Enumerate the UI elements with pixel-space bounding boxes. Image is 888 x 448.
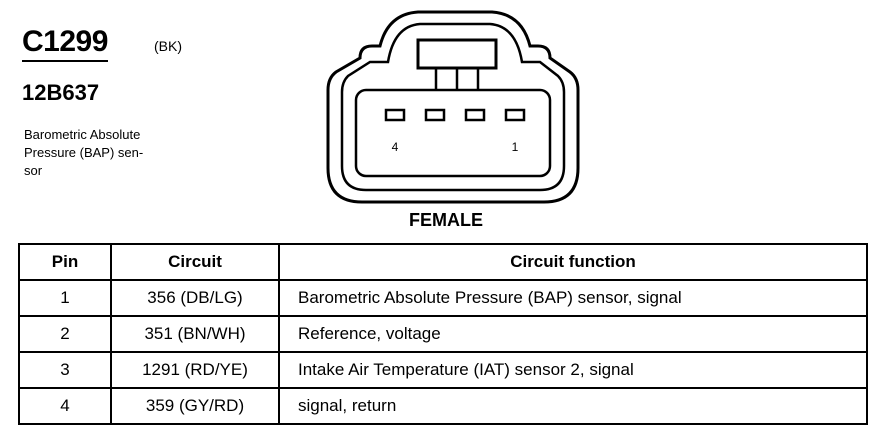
cell-circuit: 356 (DB/LG): [110, 279, 280, 317]
connector-description: Barometric Absolute Pressure (BAP) sen- …: [24, 127, 144, 178]
cell-pin: 3: [18, 351, 112, 389]
connector-inner-shell: [340, 22, 566, 192]
table-header-row: Pin Circuit Circuit function: [18, 243, 868, 281]
cell-pin: 2: [18, 315, 112, 353]
cell-pin: 4: [18, 387, 112, 425]
cell-function: Barometric Absolute Pressure (BAP) senso…: [278, 279, 868, 317]
cell-function: signal, return: [278, 387, 868, 425]
connector-id: C1299: [22, 26, 108, 62]
table-row: 1 356 (DB/LG) Barometric Absolute Pressu…: [18, 279, 868, 317]
pin-table: Pin Circuit Circuit function 1 356 (DB/L…: [18, 243, 868, 425]
cell-function: Intake Air Temperature (IAT) sensor 2, s…: [278, 351, 868, 389]
connector-color-code: (BK): [154, 38, 182, 54]
connector-face-diagram: 4 1: [326, 10, 580, 204]
part-number: 12B637: [22, 80, 100, 105]
cell-circuit: 359 (GY/RD): [110, 387, 280, 425]
pin-label-4: 4: [392, 140, 399, 154]
header-circuit: Circuit: [110, 243, 280, 281]
terminal-2: [464, 108, 486, 122]
header-pin: Pin: [18, 243, 112, 281]
terminal-1: [504, 108, 526, 122]
connector-latch: [416, 38, 498, 70]
terminal-4: [384, 108, 406, 122]
cell-pin: 1: [18, 279, 112, 317]
terminal-3: [424, 108, 446, 122]
connector-gender-label: FEMALE: [409, 210, 483, 230]
cell-circuit: 1291 (RD/YE): [110, 351, 280, 389]
table-row: 4 359 (GY/RD) signal, return: [18, 387, 868, 425]
cell-function: Reference, voltage: [278, 315, 868, 353]
header-circuit-function: Circuit function: [278, 243, 868, 281]
table-row: 3 1291 (RD/YE) Intake Air Temperature (I…: [18, 351, 868, 389]
pin-label-1: 1: [512, 140, 519, 154]
connector-outer-shell: [326, 10, 580, 204]
table-row: 2 351 (BN/WH) Reference, voltage: [18, 315, 868, 353]
cell-circuit: 351 (BN/WH): [110, 315, 280, 353]
terminal-cavity-area: [354, 88, 552, 178]
